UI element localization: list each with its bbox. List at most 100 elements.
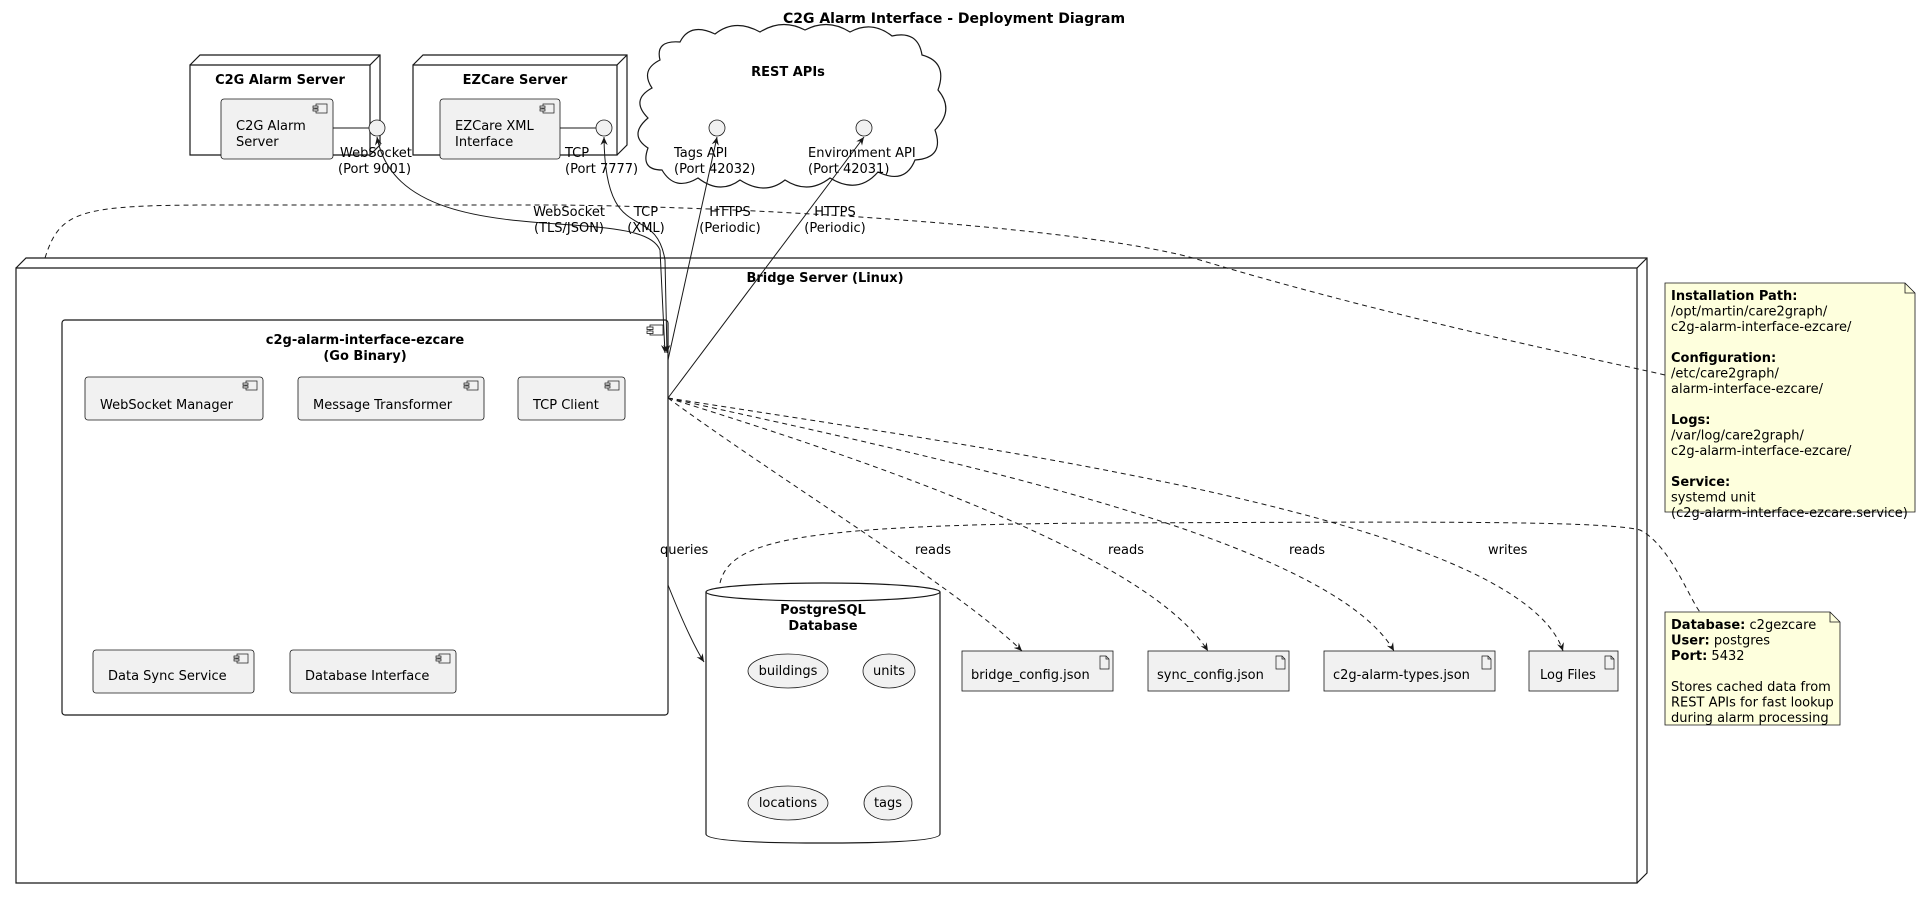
database-title-line-2: Database (788, 619, 857, 634)
note-line: Port: 5432 (1671, 649, 1745, 664)
edge-https-tags[interactable] (667, 136, 719, 361)
edge-queries[interactable] (667, 584, 705, 663)
tags-api-label-line-2: (Port 42032) (674, 162, 755, 177)
note-line: Stores cached data from (1671, 680, 1831, 695)
note-line-value: /etc/care2graph/ (1671, 367, 1779, 382)
tcp-interface-circle (595, 119, 613, 137)
component-icon (435, 653, 451, 664)
c2g-alarm-server-component[interactable]: C2G Alarm Server (220, 98, 334, 160)
note-line-value: c2g-alarm-interface-ezcare/ (1671, 320, 1852, 335)
artifact-alarm-types-label: c2g-alarm-types.json (1333, 668, 1470, 683)
edge-label-https-env-2: (Periodic) (804, 221, 865, 236)
note-line-value: /var/log/care2graph/ (1671, 429, 1804, 444)
tcp-interface-label-line-1: TCP (564, 146, 589, 161)
bridge-server-title: Bridge Server (Linux) (746, 271, 903, 286)
websocket-manager-label: WebSocket Manager (100, 398, 234, 413)
edge-writes-log-files[interactable] (667, 397, 1564, 652)
note-line: Installation Path: (1671, 289, 1798, 304)
database-title-line-1: PostgreSQL (780, 603, 866, 618)
diagram-title: C2G Alarm Interface - Deployment Diagram (783, 11, 1125, 27)
note-line-label: Port: (1671, 649, 1707, 664)
note-line (1671, 398, 1675, 413)
note-line: c2g-alarm-interface-ezcare/ (1671, 444, 1852, 459)
edge-label-websocket-2: (TLS/JSON) (534, 221, 604, 236)
note-line-label: Configuration: (1671, 351, 1776, 366)
edge-label-https-tags-1: HTTPS (709, 205, 751, 220)
c2g-server-component-label-line-1: C2G Alarm (236, 119, 306, 134)
table-tags-label: tags (874, 796, 902, 811)
artifact-sync-config-label: sync_config.json (1157, 668, 1264, 683)
data-sync-service-component[interactable]: Data Sync Service (92, 649, 255, 694)
note-line-value: c2g-alarm-interface-ezcare/ (1671, 444, 1852, 459)
note-line: REST APIs for fast lookup (1671, 696, 1834, 711)
note-line-value: REST APIs for fast lookup (1671, 696, 1834, 711)
note-line (1671, 460, 1675, 475)
table-units[interactable]: units (862, 653, 916, 689)
table-buildings-label: buildings (759, 664, 818, 679)
message-transformer-component[interactable]: Message Transformer (297, 376, 485, 421)
environment-api-interface[interactable]: Environment API (Port 42031) (808, 119, 916, 177)
note-line-value: (c2g-alarm-interface-ezcare.service) (1671, 506, 1908, 521)
note-line: /var/log/care2graph/ (1671, 429, 1804, 444)
tags-api-circle (708, 119, 726, 137)
ezcare-xml-interface-component[interactable]: EZCare XML Interface (439, 98, 561, 160)
websocket-manager-component[interactable]: WebSocket Manager (84, 376, 264, 421)
tcp-interface-label-line-2: (Port 7777) (565, 162, 638, 177)
ezcare-component-label-line-2: Interface (455, 135, 513, 150)
tcp-client-component[interactable]: TCP Client (517, 376, 626, 421)
edge-label-writes: writes (1488, 543, 1528, 558)
ezcare-component-label-line-1: EZCare XML (455, 119, 534, 134)
note-line-label: User: (1671, 634, 1710, 649)
database-interface-label: Database Interface (305, 669, 429, 684)
file-icon (1604, 655, 1615, 670)
file-icon (1481, 655, 1492, 670)
environment-api-label-line-2: (Port 42031) (808, 162, 889, 177)
note-line: User: postgres (1671, 634, 1770, 649)
component-icon (539, 103, 555, 114)
edge-reads-bridge-config[interactable] (667, 397, 1023, 652)
message-transformer-label: Message Transformer (313, 398, 453, 413)
note-line-value: systemd unit (1671, 491, 1756, 506)
note-line: during alarm processing (1671, 711, 1829, 726)
file-icon (1275, 655, 1286, 670)
environment-api-label-line-1: Environment API (808, 146, 916, 161)
edge-reads-sync-config[interactable] (667, 397, 1209, 652)
websocket-interface-label-line-1: WebSocket (340, 146, 412, 161)
artifact-alarm-types[interactable]: c2g-alarm-types.json (1323, 650, 1496, 692)
edge-label-reads-3: reads (1289, 543, 1325, 558)
data-sync-service-label: Data Sync Service (108, 669, 227, 684)
note-line: c2g-alarm-interface-ezcare/ (1671, 320, 1852, 335)
note-line: Database: c2gezcare (1671, 618, 1816, 633)
component-icon (233, 653, 249, 664)
edge-label-tcp-1: TCP (633, 205, 658, 220)
artifact-bridge-config[interactable]: bridge_config.json (961, 650, 1114, 692)
table-locations-label: locations (759, 796, 818, 811)
component-icon (312, 103, 328, 114)
tags-api-label-line-1: Tags API (673, 146, 727, 161)
edge-reads-alarm-types[interactable] (667, 397, 1395, 652)
note-line: /etc/care2graph/ (1671, 367, 1779, 382)
artifact-log-files-label: Log Files (1540, 668, 1596, 683)
note-line: (c2g-alarm-interface-ezcare.service) (1671, 506, 1908, 521)
table-tags[interactable]: tags (863, 785, 913, 821)
note-line: Configuration: (1671, 351, 1776, 366)
edge-label-tcp-2: (XML) (627, 221, 665, 236)
database-interface-component[interactable]: Database Interface (289, 649, 457, 694)
table-locations[interactable]: locations (747, 785, 829, 821)
component-icon (604, 380, 620, 391)
artifact-sync-config[interactable]: sync_config.json (1147, 650, 1290, 692)
file-icon (1099, 655, 1110, 670)
artifact-bridge-config-label: bridge_config.json (971, 668, 1090, 683)
note-line (1671, 665, 1675, 680)
installation-note[interactable]: Installation Path:/opt/martin/care2graph… (1664, 282, 1916, 521)
component-icon (463, 380, 479, 391)
ezcare-server-title: EZCare Server (463, 73, 568, 88)
artifact-log-files[interactable]: Log Files (1528, 650, 1619, 692)
table-buildings[interactable]: buildings (747, 653, 829, 689)
note-line-label: Logs: (1671, 413, 1710, 428)
edge-tcp[interactable] (600, 136, 671, 354)
note-connector-database (719, 521, 1701, 613)
edge-https-env[interactable] (667, 136, 865, 399)
